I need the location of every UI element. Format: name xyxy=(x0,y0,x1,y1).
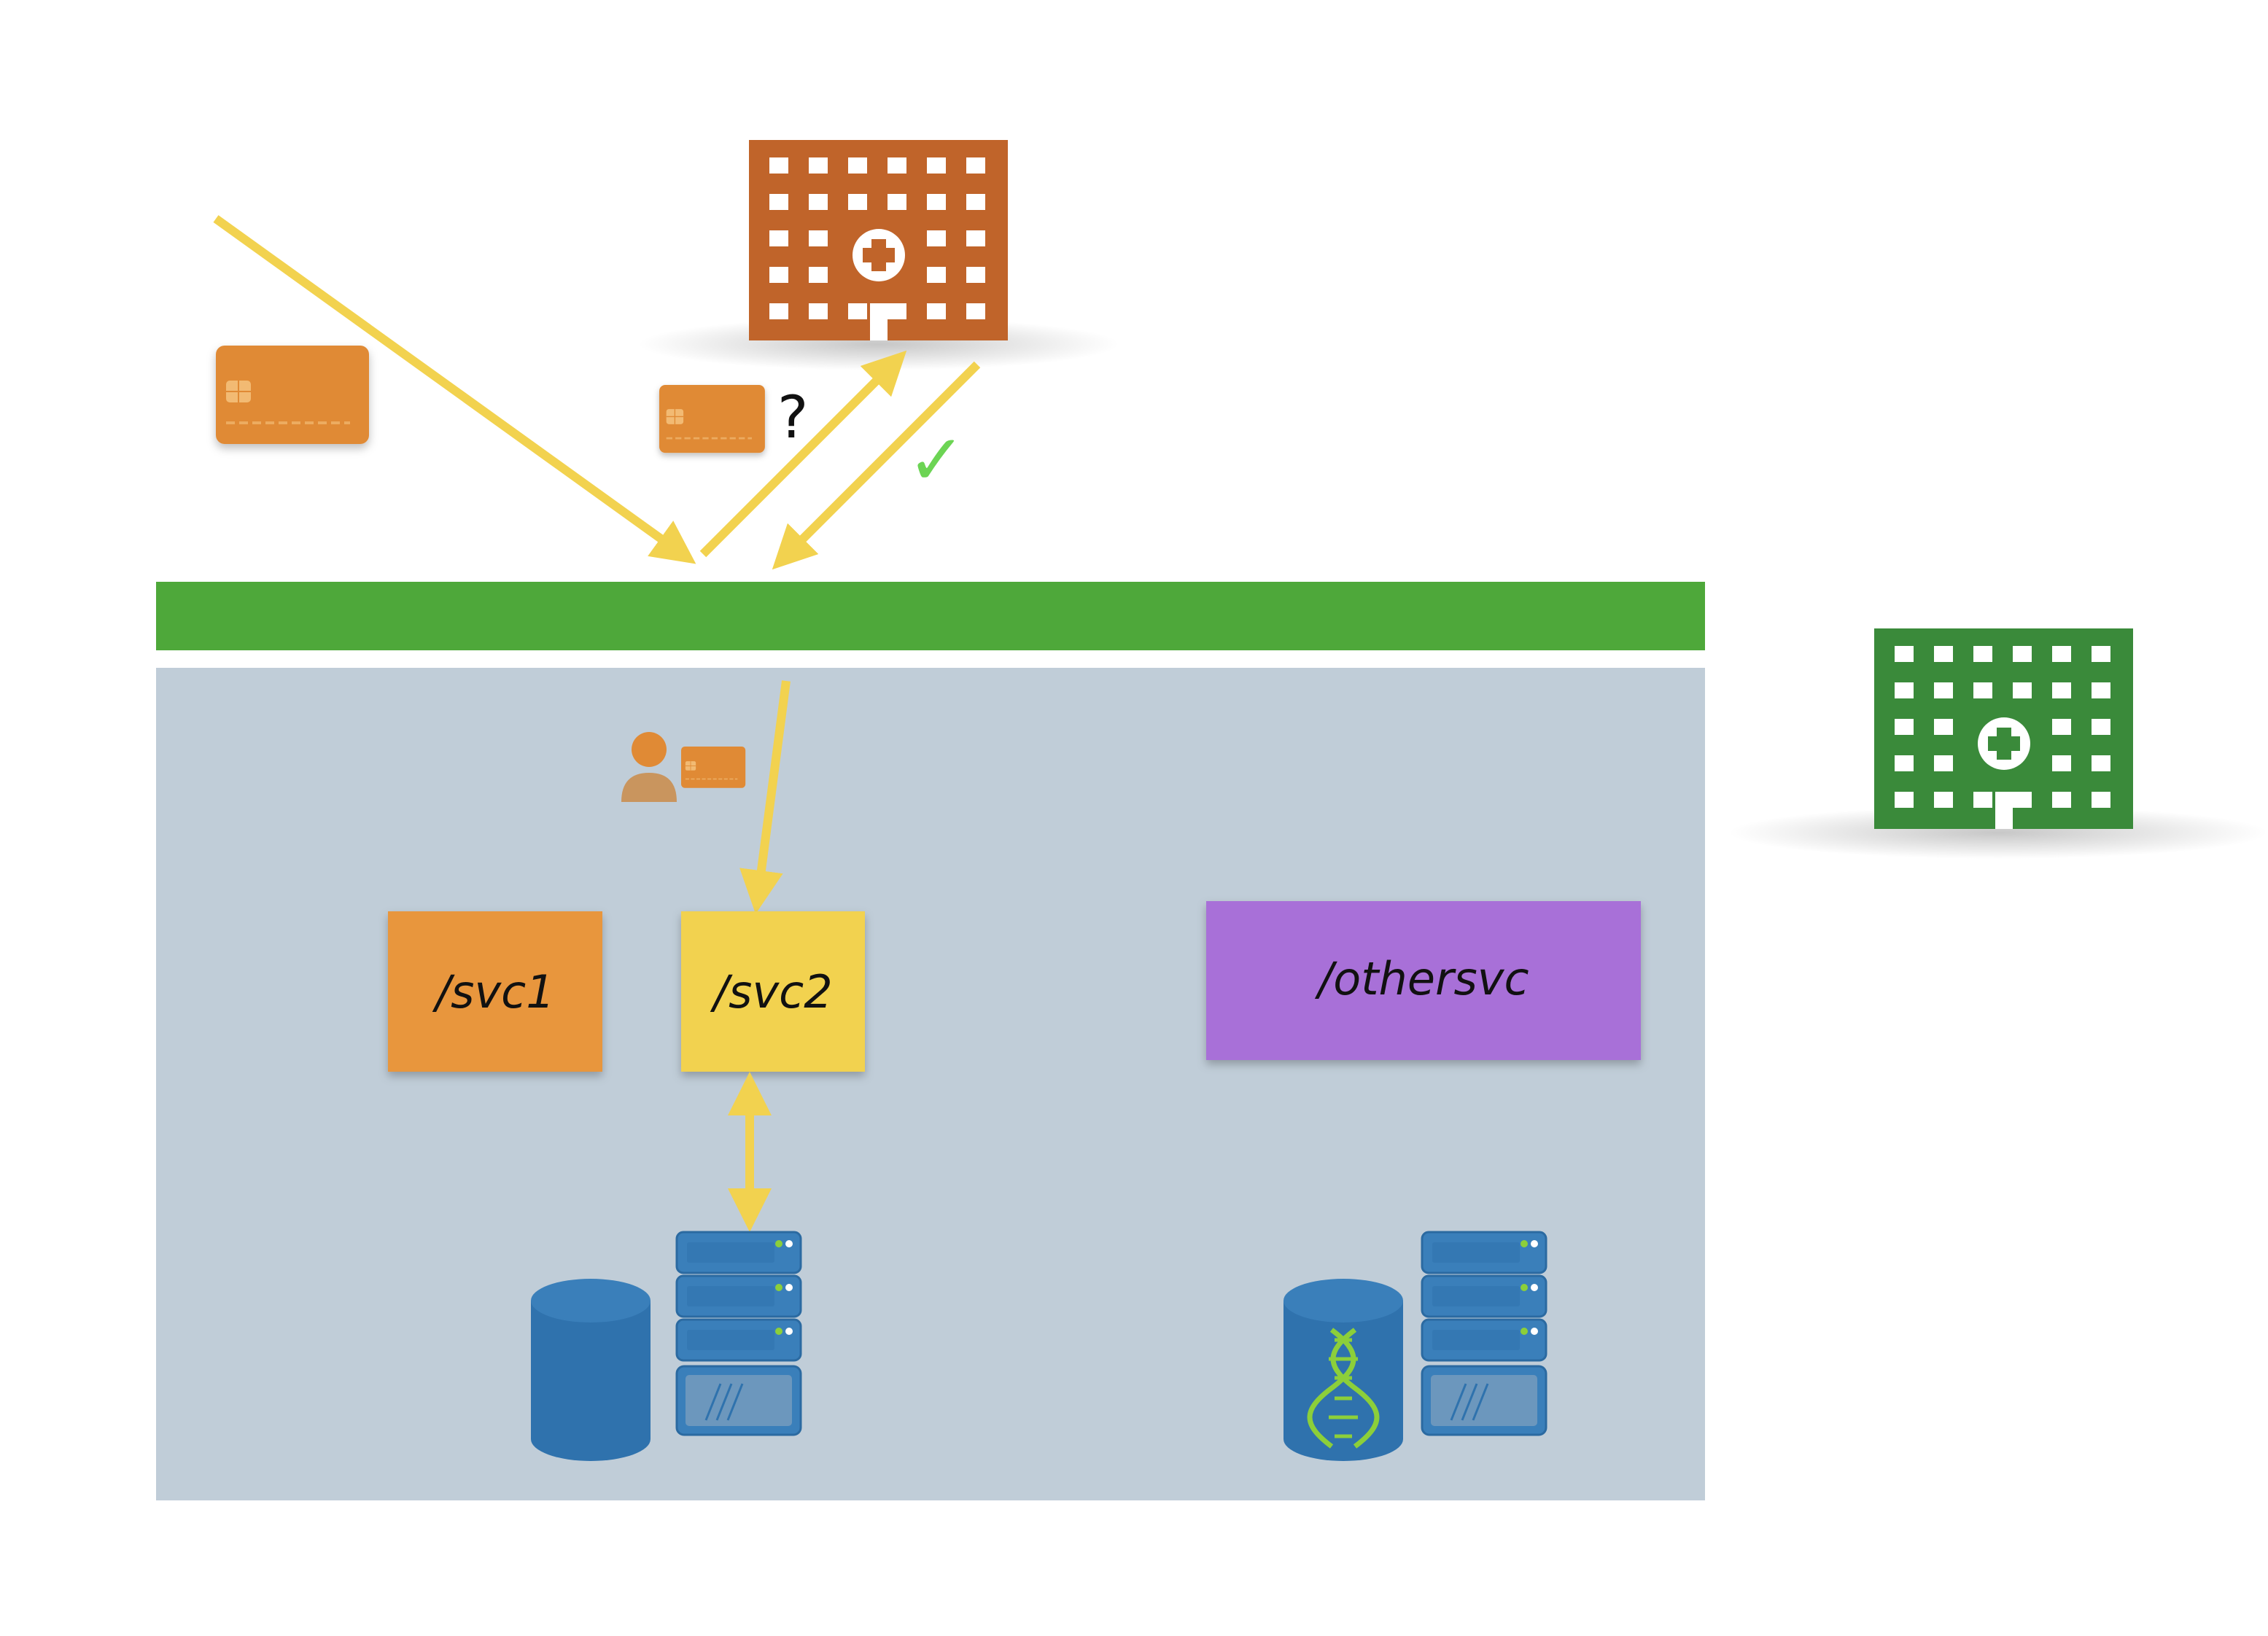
verify-response-arrow xyxy=(772,361,981,570)
hospital-building-icon xyxy=(1874,628,2133,829)
server-rack-icon xyxy=(1422,1232,1546,1435)
check-mark: ✓ xyxy=(907,419,966,501)
server-rack-icon xyxy=(677,1232,801,1435)
routed-request-arrow xyxy=(739,680,791,914)
hospital-shadow xyxy=(1728,806,2268,859)
incoming-request-arrow xyxy=(213,215,696,564)
othersvc-label: /othersvc xyxy=(1314,952,1529,1005)
credit-card-icon xyxy=(658,383,766,454)
database-icon xyxy=(1283,1279,1403,1461)
credit-card-icon xyxy=(214,344,370,445)
question-mark: ? xyxy=(777,383,808,451)
credit-card-icon xyxy=(680,746,747,789)
othersvc-box xyxy=(1206,901,1641,1060)
svc2-box xyxy=(681,911,865,1072)
user-icon xyxy=(621,732,677,802)
database-icon xyxy=(531,1279,651,1461)
hospital-building-icon xyxy=(749,140,1008,340)
svc2-label: /svc2 xyxy=(710,965,832,1018)
dna-icon xyxy=(1307,1328,1380,1449)
svc1-box xyxy=(388,911,602,1072)
verify-request-arrow xyxy=(699,350,907,558)
cluster-area xyxy=(156,668,1705,1500)
svc1-label: /svc1 xyxy=(432,965,554,1018)
gateway-bar xyxy=(156,582,1705,650)
